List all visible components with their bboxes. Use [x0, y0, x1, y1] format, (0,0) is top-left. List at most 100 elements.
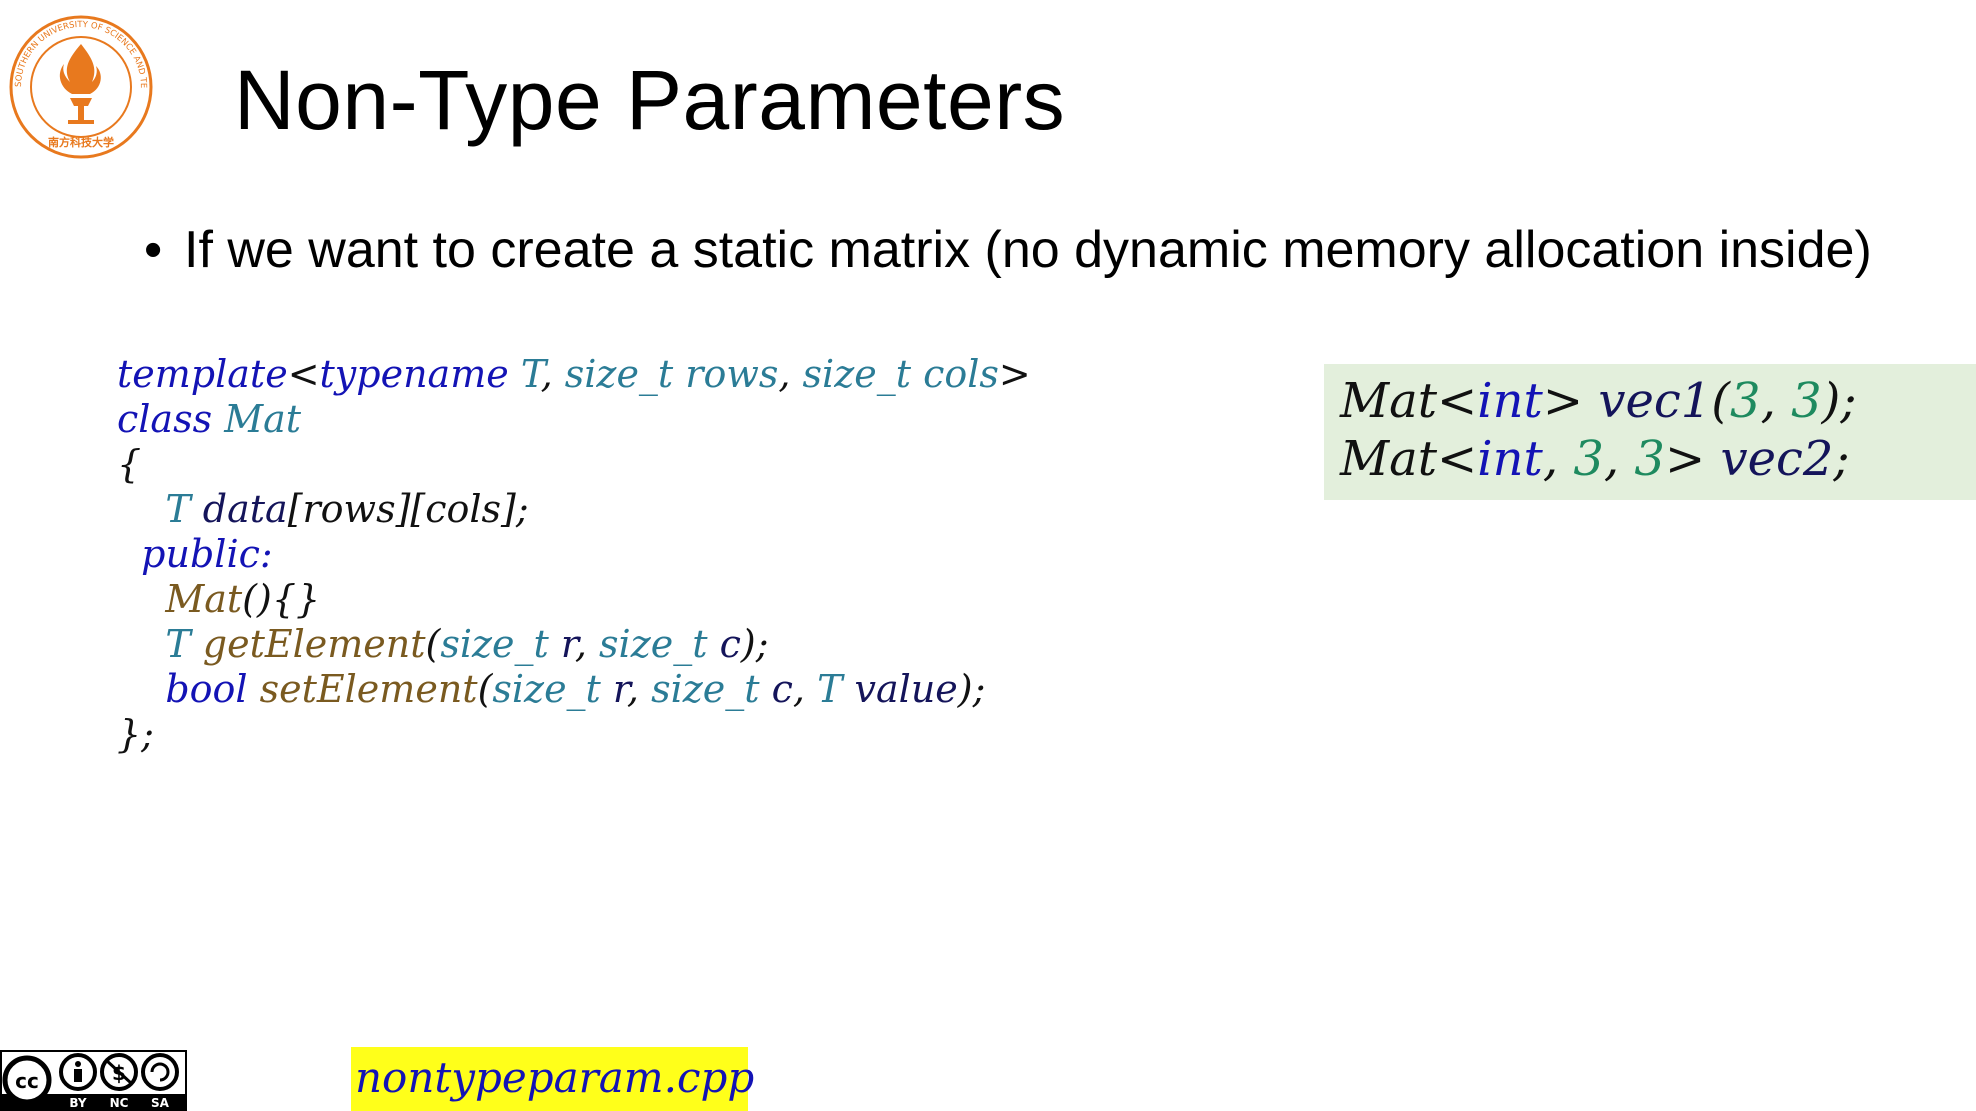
code-token	[117, 667, 165, 711]
code-token: c	[719, 622, 741, 666]
code-line: template<typename T, size_t rows, size_t…	[117, 352, 1031, 397]
usage-token: int	[1477, 431, 1543, 487]
code-token: size_t	[802, 352, 911, 396]
usage-token: vec1	[1598, 373, 1712, 429]
sharealike-icon	[141, 1053, 179, 1091]
usage-token: Mat<	[1340, 373, 1478, 429]
code-token	[117, 577, 165, 621]
cc-icon	[2, 1055, 52, 1105]
code-token: typename	[319, 352, 509, 396]
code-token: [rows][cols];	[287, 487, 529, 531]
usage-token: ;	[1833, 431, 1850, 487]
code-token	[707, 622, 719, 666]
code-token	[842, 667, 854, 711]
code-token	[191, 487, 203, 531]
code-token: T	[165, 622, 191, 666]
code-token	[191, 622, 203, 666]
code-token	[911, 352, 923, 396]
cc-label-sa: SA	[151, 1096, 170, 1110]
filename-label: nontypeparam.cpp	[351, 1047, 754, 1111]
usage-token: >	[1664, 431, 1721, 487]
code-line: T getElement(size_t r, size_t c);	[117, 622, 1031, 667]
code-line: T data[rows][cols];	[117, 487, 1031, 532]
usage-token: Mat<	[1340, 431, 1478, 487]
code-token: (	[425, 622, 441, 666]
code-token: public:	[141, 532, 273, 576]
code-token: r	[612, 667, 627, 711]
code-token: ,	[540, 352, 565, 396]
slide-title: Non-Type Parameters	[234, 53, 1066, 147]
usage-token: );	[1821, 373, 1857, 429]
usage-token: ,	[1760, 373, 1792, 429]
code-line: {	[117, 442, 1031, 487]
logo-chinese-name: 南方科技大学	[48, 135, 114, 149]
code-line: bool setElement(size_t r, size_t c, T va…	[117, 667, 1031, 712]
svg-text:cc: cc	[15, 1069, 39, 1093]
cc-label-nc: NC	[110, 1096, 129, 1110]
code-token: ,	[778, 352, 803, 396]
code-token	[117, 487, 165, 531]
code-token: r	[560, 622, 575, 666]
code-token: );	[957, 667, 986, 711]
usage-token: ,	[1542, 431, 1574, 487]
code-token	[509, 352, 521, 396]
usage-example-box: Mat<int> vec1(3, 3);Mat<int, 3, 3> vec2;	[1324, 364, 1976, 500]
code-token: size_t	[651, 667, 760, 711]
bullet-dot-icon: •	[144, 221, 163, 279]
usage-token: 3	[1573, 431, 1604, 487]
code-token: setElement	[259, 667, 478, 711]
usage-token: 3	[1634, 431, 1665, 487]
code-block-class-mat: template<typename T, size_t rows, size_t…	[117, 352, 1031, 757]
code-token	[549, 622, 561, 666]
code-token: T	[520, 352, 541, 396]
code-token: bool	[165, 667, 248, 711]
code-token: {	[117, 442, 142, 486]
code-line: Mat(){}	[117, 577, 1031, 622]
university-logo: SOUTHERN UNIVERSITY OF SCIENCE AND TECHN…	[8, 14, 153, 159]
code-token: ,	[792, 667, 818, 711]
usage-line: Mat<int, 3, 3> vec2;	[1340, 430, 1857, 488]
code-line: public:	[117, 532, 1031, 577]
usage-token: >	[1542, 373, 1599, 429]
bullet-text: If we want to create a static matrix (no…	[184, 221, 1872, 279]
code-token	[248, 667, 260, 711]
creative-commons-badge: cc $ BY NC SA	[0, 1050, 187, 1111]
usage-token: (	[1711, 373, 1731, 429]
code-token: <	[287, 352, 320, 396]
code-token: rows	[685, 352, 779, 396]
code-token: ,	[574, 622, 600, 666]
code-token: Mat	[224, 397, 302, 441]
code-token	[760, 667, 772, 711]
code-token: value	[854, 667, 958, 711]
usage-token: 3	[1730, 373, 1761, 429]
code-token: getElement	[202, 622, 426, 666]
code-line: };	[117, 712, 1031, 757]
usage-token: int	[1477, 373, 1543, 429]
code-token: >	[998, 352, 1031, 396]
bullet-item: • If we want to create a static matrix (n…	[144, 220, 1872, 280]
code-token: );	[740, 622, 769, 666]
filename-text: nontypeparam.cpp	[355, 1053, 755, 1102]
code-token: data	[202, 487, 288, 531]
code-token: };	[117, 712, 154, 756]
code-token	[117, 532, 141, 576]
code-token: size_t	[492, 667, 601, 711]
usage-token: vec2	[1720, 431, 1834, 487]
usage-token: ,	[1603, 431, 1635, 487]
code-token	[117, 622, 165, 666]
usage-token: 3	[1791, 373, 1822, 429]
code-token: c	[771, 667, 793, 711]
code-token: cols	[923, 352, 999, 396]
code-token: (){}	[242, 577, 321, 621]
usage-line: Mat<int> vec1(3, 3);	[1340, 372, 1857, 430]
code-token: T	[165, 487, 191, 531]
code-token: template	[117, 352, 288, 396]
code-token: ,	[626, 667, 652, 711]
code-line: class Mat	[117, 397, 1031, 442]
code-token: class	[117, 397, 213, 441]
code-token: T	[817, 667, 843, 711]
code-token	[673, 352, 685, 396]
code-token: size_t	[564, 352, 674, 396]
code-token: size_t	[440, 622, 549, 666]
usage-code: Mat<int> vec1(3, 3);Mat<int, 3, 3> vec2;	[1340, 372, 1857, 488]
